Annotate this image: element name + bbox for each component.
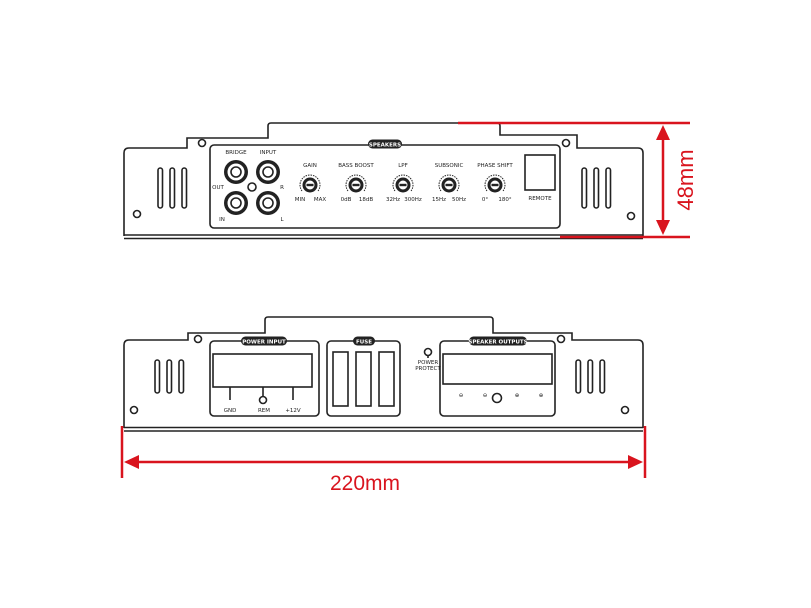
terminal-screw — [491, 392, 503, 404]
speaker-outputs-block: SPEAKER OUTPUTS ⊖ ⊖ ⊕ ⊕ — [439, 336, 556, 417]
rca-jack-bridge-out — [224, 160, 248, 184]
power-label: POWER — [418, 360, 439, 366]
arrow-down-icon — [656, 220, 670, 235]
power-input-label: POWER INPUT — [242, 339, 286, 345]
fuse — [355, 351, 372, 407]
knobs: GAIN MIN MAX BASS BOOST 0dB 18dB LPF 32Hz 300Hz S… — [295, 163, 514, 203]
knob-gain[interactable]: GAIN MIN MAX — [295, 163, 327, 203]
screw-hole — [626, 211, 636, 221]
rem-terminal — [258, 395, 268, 405]
knob-label: LPF — [398, 163, 408, 169]
height-label: 48mm — [673, 149, 698, 210]
bridge-label: BRIDGE — [225, 150, 247, 156]
height-dimension: 48mm — [458, 121, 698, 239]
fuse — [332, 351, 349, 407]
plus-icon: ⊕ — [539, 393, 544, 399]
vent-left — [154, 359, 185, 394]
fuse-label: FUSE — [356, 339, 372, 345]
fuse — [378, 351, 395, 407]
amplifier-rear-view: POWER INPUT GND REM +12V FUSE POWER PROT… — [123, 316, 644, 432]
knob-max: 18dB — [359, 197, 373, 203]
knob-label: GAIN — [303, 163, 317, 169]
knob-max: 50Hz — [452, 197, 466, 203]
knob-bass-boost[interactable]: BASS BOOST 0dB 18dB — [338, 163, 374, 203]
speakers-tag — [368, 139, 402, 149]
gnd-label: GND — [224, 408, 237, 414]
knob-max: 180° — [498, 197, 511, 203]
arrow-right-icon — [628, 455, 643, 469]
knob-max: 300Hz — [404, 197, 422, 203]
rca-jack-input-r — [256, 160, 280, 184]
in-label: IN — [219, 217, 225, 223]
plus-icon: ⊕ — [515, 393, 520, 399]
power-input-block: POWER INPUT GND REM +12V — [209, 336, 320, 417]
arrow-left-icon — [124, 455, 139, 469]
chassis-outline — [123, 122, 644, 236]
screw-hole — [193, 334, 203, 344]
minus-icon: ⊖ — [483, 393, 488, 399]
speaker-outputs-label: SPEAKER OUTPUTS — [468, 339, 527, 345]
screw-hole — [129, 405, 139, 415]
screw-hole — [197, 138, 207, 148]
rem-label: REM — [258, 408, 270, 414]
input-label: INPUT — [260, 150, 277, 156]
knob-lpf[interactable]: LPF 32Hz 300Hz — [386, 163, 422, 203]
speakers-label: SPEAKERS — [369, 142, 401, 148]
knob-min: 0° — [482, 197, 488, 203]
l-label: L — [280, 217, 284, 223]
minus-icon: ⊖ — [459, 393, 464, 399]
r-label: R — [280, 185, 284, 191]
width-label: 220mm — [330, 472, 400, 495]
power-protect-indicator: POWER PROTECT — [415, 347, 441, 372]
vent-left — [157, 167, 188, 209]
rca-jacks — [224, 160, 280, 215]
protect-label: PROTECT — [415, 366, 441, 372]
knob-label: PHASE SHIFT — [477, 163, 513, 169]
vent-right — [581, 167, 612, 209]
knob-max: MAX — [314, 197, 327, 203]
screw-hole — [561, 138, 571, 148]
indicator-led — [247, 182, 257, 192]
knob-min: 32Hz — [386, 197, 400, 203]
rca-jack-input-l — [256, 191, 280, 215]
knob-min: 15Hz — [432, 197, 446, 203]
out-label: OUT — [212, 185, 224, 191]
protect-led — [423, 347, 433, 357]
knob-phase-shift[interactable]: PHASE SHIFT 0° 180° — [477, 163, 513, 203]
knob-subsonic[interactable]: SUBSONIC 15Hz 50Hz — [432, 163, 466, 203]
rca-jack-bridge-in — [224, 191, 248, 215]
width-dimension: 220mm — [120, 426, 647, 495]
amplifier-front-view: SPEAKERS BRIDGE INPUT OUT R IN L GAIN MIN… — [123, 122, 644, 240]
knob-label: BASS BOOST — [338, 163, 374, 169]
knob-min: 0dB — [341, 197, 352, 203]
knob-label: SUBSONIC — [435, 163, 464, 169]
screw-hole — [556, 334, 566, 344]
remote-label: REMOTE — [528, 196, 552, 202]
fuse-block: FUSE — [326, 336, 401, 417]
arrow-up-icon — [656, 125, 670, 140]
screw-hole — [620, 405, 630, 415]
control-panel — [209, 144, 561, 229]
vent-right — [575, 359, 606, 394]
screw-hole — [132, 209, 142, 219]
remote-port — [524, 154, 556, 191]
chassis-outline — [123, 316, 644, 428]
plus12v-label: +12V — [285, 408, 301, 414]
knob-min: MIN — [295, 197, 305, 203]
